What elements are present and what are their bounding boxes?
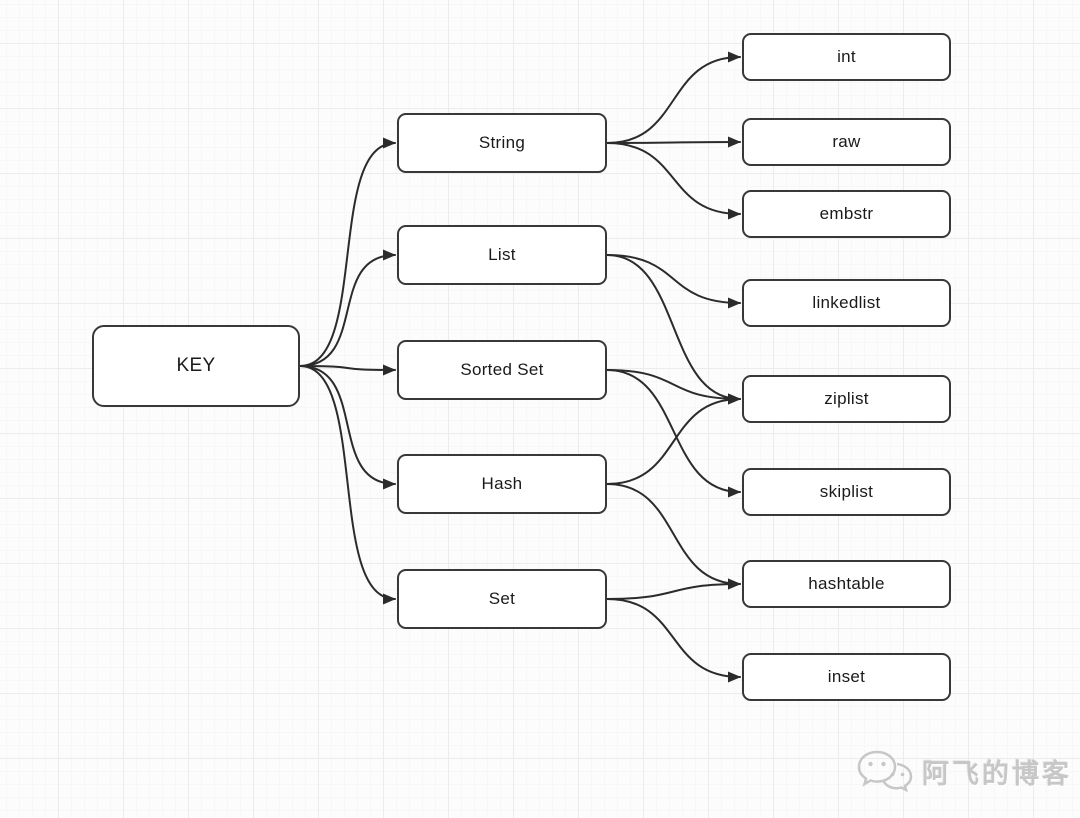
node-raw: raw (742, 118, 951, 166)
node-key: KEY (92, 325, 300, 407)
edge-hash-to-hashtable (606, 483, 741, 590)
node-embstr: embstr (742, 190, 951, 238)
node-label: inset (827, 667, 866, 686)
watermark: 阿飞的博客 (856, 748, 1072, 794)
node-label: linkedlist (812, 293, 881, 312)
node-set: Set (397, 569, 607, 629)
edge-key-to-set (299, 365, 396, 605)
node-skiplist: skiplist (742, 468, 951, 516)
node-label: Set (488, 589, 516, 608)
wechat-bubbles-icon (856, 748, 914, 794)
node-label: KEY (176, 355, 216, 376)
node-sortedset: Sorted Set (397, 340, 607, 400)
edge-key-to-list (299, 249, 396, 367)
node-label: int (837, 47, 856, 66)
edge-key-to-string (299, 137, 396, 367)
node-ziplist: ziplist (742, 375, 951, 423)
node-label: skiplist (819, 482, 874, 501)
edge-key-to-sortedset (299, 364, 396, 376)
edge-string-to-raw (606, 136, 741, 148)
node-int: int (742, 33, 951, 81)
node-inset: inset (742, 653, 951, 701)
edge-key-to-hash (299, 365, 396, 490)
edge-string-to-int (606, 51, 741, 144)
edge-set-to-hashtable (606, 578, 741, 600)
edge-set-to-inset (606, 598, 741, 683)
node-linkedlist: linkedlist (742, 279, 951, 327)
node-label: raw (832, 132, 861, 151)
node-label: List (488, 245, 516, 264)
edge-sortedset-to-skiplist (606, 369, 741, 498)
edge-string-to-embstr (606, 142, 741, 220)
edge-list-to-linkedlist (606, 254, 741, 309)
edge-sortedset-to-ziplist (606, 369, 741, 405)
node-label: embstr (819, 204, 874, 223)
edge-hash-to-ziplist (606, 393, 741, 485)
node-label: ziplist (824, 389, 869, 408)
node-string: String (397, 113, 607, 173)
node-label: Sorted Set (460, 360, 544, 379)
watermark-text: 阿飞的博客 (922, 758, 1072, 789)
node-list: List (397, 225, 607, 285)
node-label: Hash (481, 474, 523, 493)
node-label: hashtable (808, 574, 885, 593)
node-hash: Hash (397, 454, 607, 514)
node-label: String (478, 133, 526, 152)
edge-list-to-ziplist (606, 254, 741, 405)
node-hashtable: hashtable (742, 560, 951, 608)
